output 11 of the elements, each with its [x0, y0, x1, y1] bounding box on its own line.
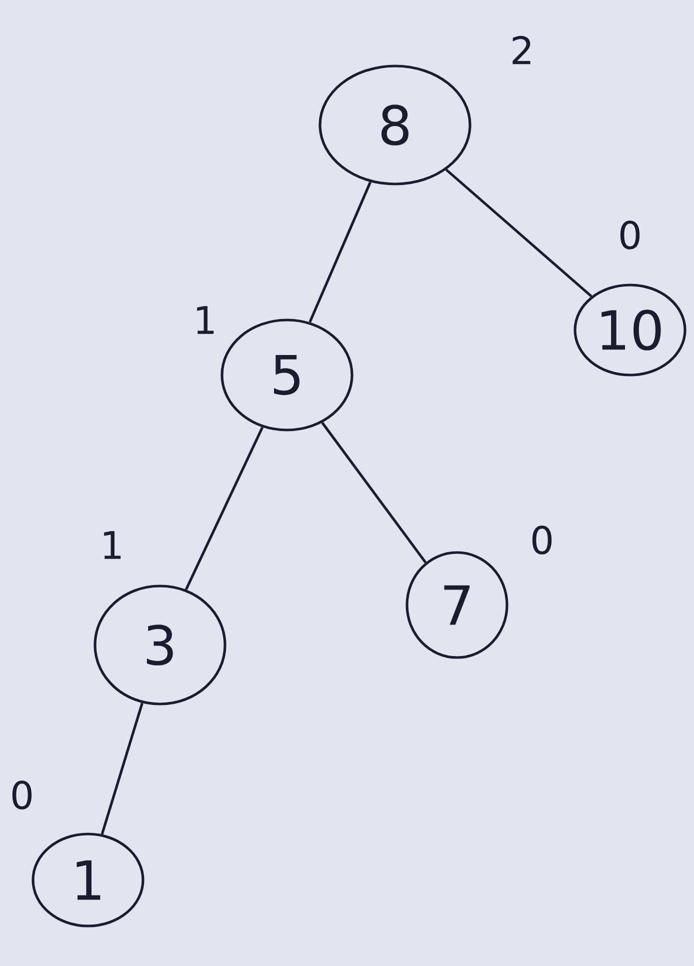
balance-factor: 0 [12, 780, 32, 810]
tree-edge [321, 422, 427, 564]
balance-factor: 0 [532, 526, 552, 554]
balance-factor: 1 [197, 306, 214, 334]
balance-factor: 0 [620, 220, 640, 250]
balance-factor: 1 [104, 531, 121, 559]
tree-edge [184, 426, 264, 590]
tree-edge [445, 168, 592, 298]
tree-edge [308, 182, 372, 323]
balance-factor: 2 [512, 36, 530, 64]
tree-edge [100, 702, 144, 835]
